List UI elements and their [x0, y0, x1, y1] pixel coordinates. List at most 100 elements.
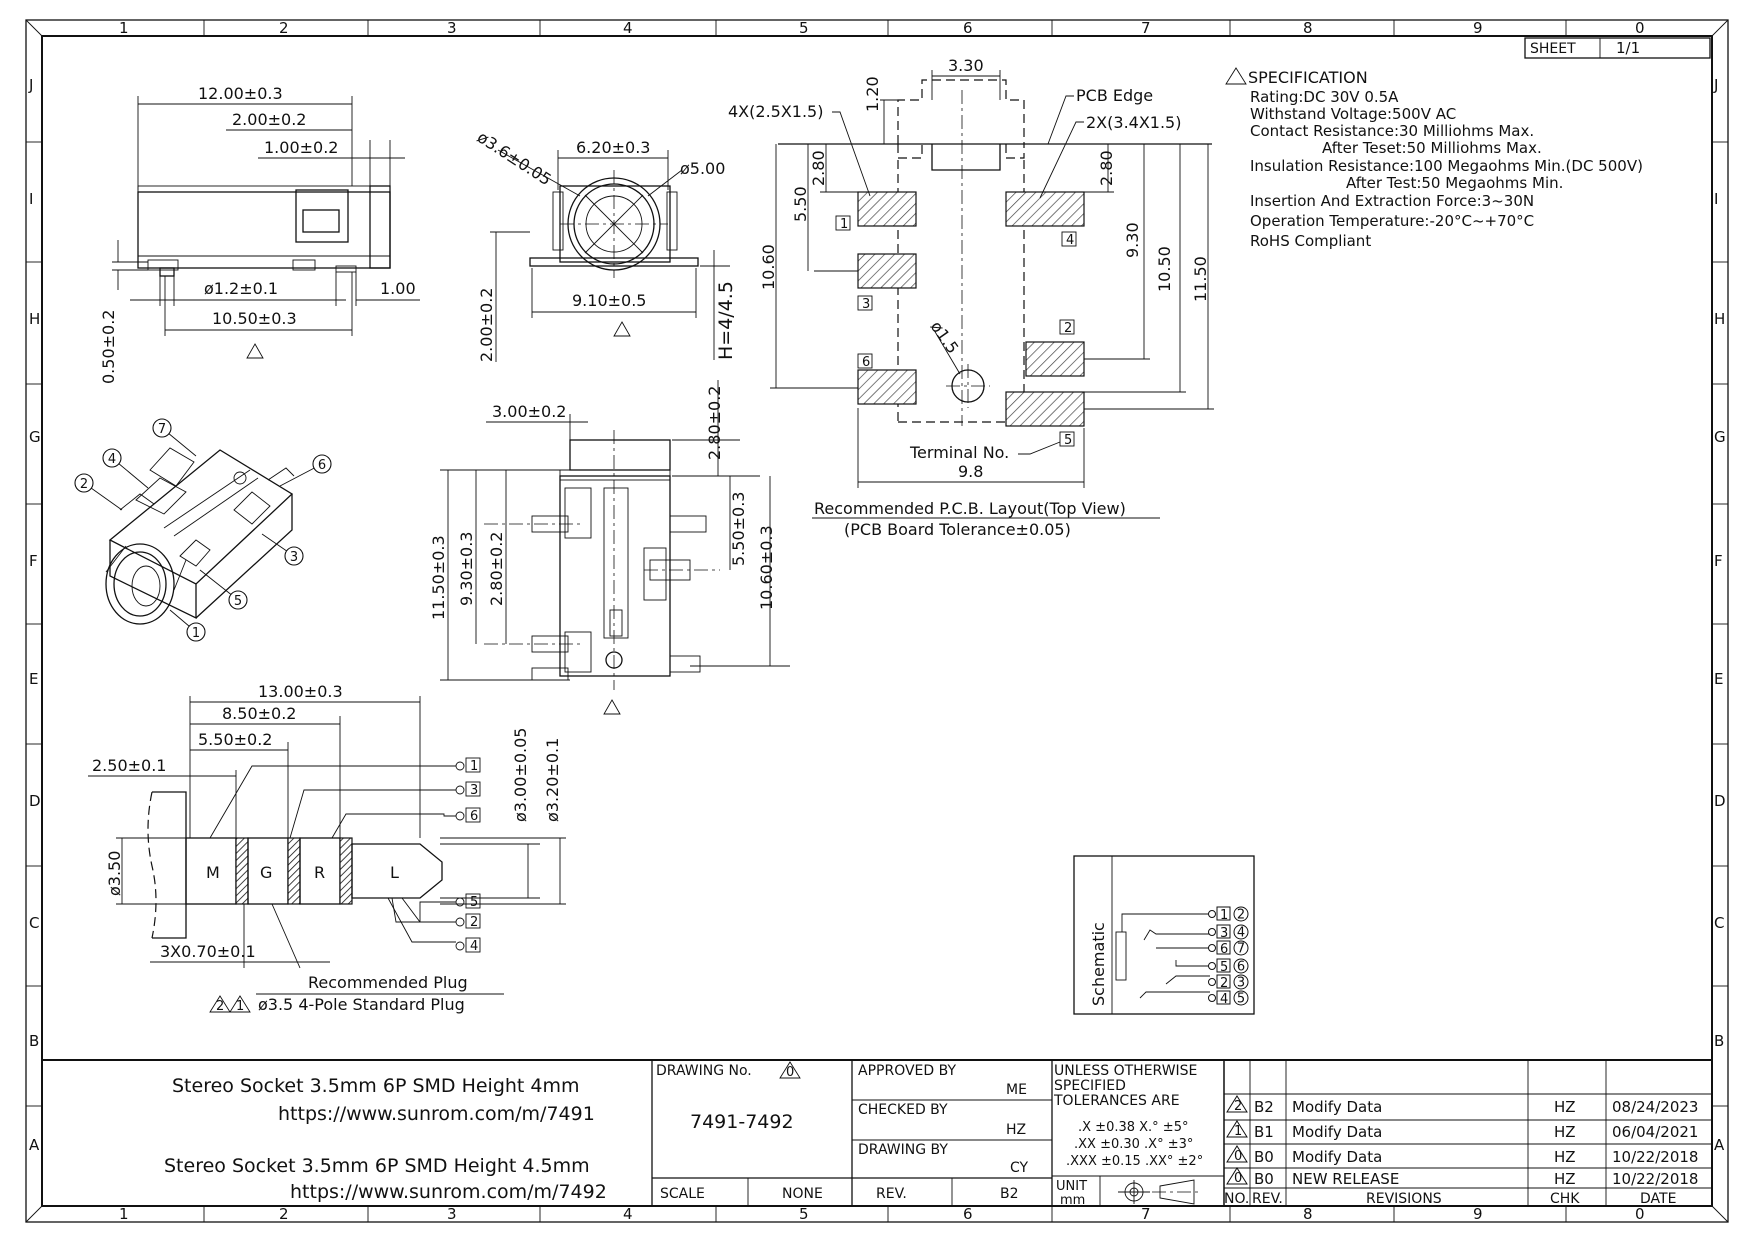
grid-col-bottom-6: 6: [963, 1205, 973, 1223]
schematic-pin-box-6: 6: [1220, 942, 1228, 957]
revision-desc: NEW RELEASE: [1292, 1170, 1399, 1188]
schematic-pin-box-2: 2: [1220, 976, 1228, 991]
tol-title-1: UNLESS OTHERWISE: [1054, 1063, 1197, 1079]
plug-rev-mark-1: 1: [236, 999, 244, 1014]
schematic-pin-box-1: 1: [1220, 908, 1228, 923]
revision-mark: 2: [1234, 1099, 1242, 1114]
spec-line-5: Insulation Resistance:100 Megaohms Min.(…: [1250, 157, 1643, 175]
spec-line-2: Withstand Voltage:500V AC: [1250, 105, 1456, 123]
pcb-dim-330: 3.30: [948, 56, 984, 75]
grid-col-top-9: 9: [1473, 19, 1483, 37]
dim-front-6: H=4/4.5: [715, 281, 737, 360]
revision-date: 10/22/2018: [1612, 1170, 1698, 1188]
spec-line-9: RoHS Compliant: [1250, 232, 1371, 250]
grid-row-right-H: H: [1714, 310, 1725, 328]
plug-rev-mark-2: 2: [216, 999, 224, 1014]
frame: [25, 19, 1729, 1223]
grid-col-top-1: 1: [119, 19, 129, 37]
rev-header-desc: REVISIONS: [1366, 1191, 1442, 1207]
revision-chk: HZ: [1554, 1123, 1576, 1141]
drawing-no: 7491-7492: [690, 1111, 794, 1133]
dim-front-4: 9.10±0.5: [572, 291, 646, 310]
grid-row-right-A: A: [1714, 1136, 1725, 1154]
grid-row-left-G: G: [29, 428, 41, 446]
grid-row-left-C: C: [29, 914, 39, 932]
revision-mark: 1: [1234, 1124, 1242, 1139]
pcb-pad-1: 1: [840, 217, 848, 232]
schematic-pin-circle-4: 4: [1237, 926, 1245, 941]
grid-row-left-H: H: [29, 310, 40, 328]
spec-line-7: Insertion And Extraction Force:3~30N: [1250, 192, 1534, 210]
sheet-value: 1/1: [1616, 39, 1640, 57]
plug-drawing: M G R L 13.00±0.3 8.50±0.2 5.50±0.2 2.50…: [88, 682, 566, 1014]
schematic-pin-circle-2: 2: [1237, 908, 1245, 923]
grid-col-bottom-7: 7: [1141, 1205, 1151, 1223]
plug-caption-2: ø3.5 4-Pole Standard Plug: [258, 995, 465, 1014]
revision-rev: B1: [1254, 1123, 1274, 1141]
revision-mark: 0: [1234, 1171, 1242, 1186]
schematic-pin-circle-6: 6: [1237, 960, 1245, 975]
plug-dim-1300: 13.00±0.3: [258, 682, 343, 701]
revision-desc: Modify Data: [1292, 1098, 1382, 1116]
grid-col-top-2: 2: [279, 19, 289, 37]
tol-title-2: SPECIFIED: [1054, 1078, 1126, 1094]
grid-col-bottom-8: 8: [1303, 1205, 1313, 1223]
iso-pin-5: 5: [234, 594, 242, 609]
plug-dim-320: ø3.20±0.1: [543, 738, 562, 822]
plug-pin-1: 1: [470, 759, 478, 774]
plug-dim-550: 5.50±0.2: [198, 730, 272, 749]
rev-header-chk: CHK: [1550, 1191, 1580, 1207]
revision-desc: Modify Data: [1292, 1123, 1382, 1141]
grid-col-bottom-5: 5: [799, 1205, 809, 1223]
unit-label: UNIT: [1056, 1179, 1087, 1194]
product-title-2: Stereo Socket 3.5mm 6P SMD Height 4.5mm: [164, 1155, 590, 1177]
spec-title: SPECIFICATION: [1248, 68, 1368, 87]
plug-pin-6: 6: [470, 809, 478, 824]
spec-line-6: After Test:50 Megaohms Min.: [1346, 174, 1563, 192]
plug-seg-l: L: [390, 863, 399, 882]
schematic-label: Schematic: [1089, 922, 1108, 1006]
pcb-pad-3: 3: [862, 297, 870, 312]
schematic: Schematic: [1073, 855, 1255, 1015]
approved-label: APPROVED BY: [858, 1063, 956, 1079]
plug-pin-3: 3: [470, 783, 478, 798]
revision-date: 06/04/2021: [1612, 1123, 1698, 1141]
rev-header-rev: REV.: [1252, 1191, 1283, 1207]
revision-desc: Modify Data: [1292, 1148, 1382, 1166]
pcb-terminal-label: Terminal No.: [909, 443, 1009, 462]
product-url-2: https://www.sunrom.com/m/7492: [290, 1181, 607, 1203]
iso-pin-7: 7: [158, 422, 166, 437]
pcb-dim-550: 5.50: [791, 186, 810, 222]
rev-header-no: NO.: [1224, 1191, 1249, 1207]
schematic-pin-circle-5: 5: [1237, 992, 1245, 1007]
pcb-dim-280b: 2.80: [1097, 150, 1116, 186]
title-block: Stereo Socket 3.5mm 6P SMD Height 4mm ht…: [42, 1059, 1712, 1208]
revision-date: 10/22/2018: [1612, 1148, 1698, 1166]
plug-dim-070: 3X0.70±0.1: [160, 942, 256, 961]
rev-label: REV.: [876, 1186, 907, 1202]
dim-side-5: 1.00: [380, 279, 416, 298]
iso-pin-1: 1: [192, 626, 200, 641]
grid-col-top-0: 0: [1635, 19, 1645, 37]
pcb-dim-930: 9.30: [1123, 222, 1142, 258]
spec-line-1: Rating:DC 30V 0.5A: [1250, 88, 1399, 106]
plug-pin-5: 5: [470, 895, 478, 910]
revision-rev: B2: [1254, 1098, 1274, 1116]
grid-col-top-3: 3: [447, 19, 457, 37]
plug-dim-250: 2.50±0.1: [92, 756, 166, 775]
iso-pin-6: 6: [318, 458, 326, 473]
plug-pin-4: 4: [470, 939, 478, 954]
grid-col-bottom-1: 1: [119, 1205, 129, 1223]
grid-row-left-B: B: [29, 1032, 39, 1050]
dim-top-3: 11.50±0.3: [429, 535, 448, 620]
grid-row-right-D: D: [1714, 792, 1726, 810]
dim-side-2: 2.00±0.2: [232, 110, 306, 129]
revisions-table: NO. REV. REVISIONS CHK DATE: [1223, 1059, 1713, 1207]
pcb-dim-280a: 2.80: [809, 150, 828, 186]
drawn-value: CY: [1010, 1160, 1029, 1176]
pcb-dim-1150: 11.50: [1191, 256, 1210, 302]
rev-value: B2: [1000, 1186, 1019, 1202]
